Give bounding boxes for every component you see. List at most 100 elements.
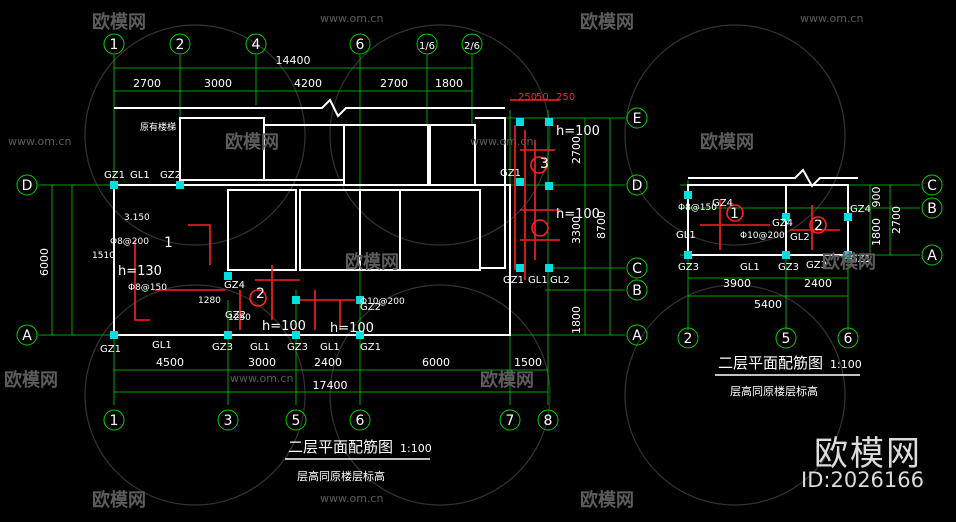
- annotation-text: 1: [164, 235, 173, 251]
- grid-bubble-label: D: [632, 178, 643, 194]
- grid-bubble-label: 2: [176, 37, 185, 53]
- annotation-text: GZ3: [212, 342, 233, 353]
- grid-bubble-label: 1: [110, 37, 119, 53]
- plan1-title-block: 二层平面配筋图 1:100 层高同原楼层标高: [285, 438, 432, 483]
- grid-bubble: 6: [837, 327, 859, 349]
- annotation-text: 3000: [248, 356, 276, 369]
- plan2-scale: 1:100: [830, 358, 862, 371]
- grid-bubble-label: 6: [844, 331, 853, 347]
- plan1-rebars: [134, 99, 560, 330]
- annotation-text: 2400: [804, 277, 832, 290]
- annotation-text: GZ2: [160, 170, 181, 181]
- grid-bubble: A: [16, 324, 38, 346]
- grid-bubble-label: 4: [252, 37, 261, 53]
- watermark-url: www.om.cn: [230, 372, 294, 385]
- grid-bubble: 6: [349, 409, 371, 431]
- annotation-text: GZ2: [225, 310, 246, 321]
- annotation-text: 1510: [92, 251, 115, 261]
- grid-bubble: E: [626, 107, 648, 129]
- grid-bubble: 4: [245, 33, 267, 55]
- grid-bubble: 5: [285, 409, 307, 431]
- annotation-text: 2700: [570, 136, 583, 164]
- annotation-text: GL1: [250, 342, 270, 353]
- annotation-text: GZ4: [772, 218, 793, 229]
- grid-bubble-label: D: [22, 178, 33, 194]
- grid-bubble-label: B: [632, 283, 642, 299]
- annotation-text: Φ10@200: [740, 231, 785, 241]
- annotation-text: GL2: [790, 232, 810, 243]
- annotation-text: GZ1: [503, 275, 524, 286]
- plan1-note: 层高同原楼层标高: [297, 469, 385, 483]
- annotation-text: h=100: [330, 321, 374, 336]
- annotation-text: GL1: [130, 170, 150, 181]
- annotation-text: 3000: [204, 77, 232, 90]
- annotation-text: 5400: [754, 298, 782, 311]
- plan2-columns: [684, 191, 852, 259]
- plan1-columns: [110, 118, 553, 339]
- grid-bubble-label: C: [927, 178, 937, 194]
- grid-bubble-label: E: [633, 111, 642, 127]
- annotation-text: 4500: [156, 356, 184, 369]
- annotation-text: 3: [540, 156, 549, 172]
- grid-bubble: 1: [103, 409, 125, 431]
- grid-bubble-label: 6: [356, 413, 365, 429]
- annotation-text: Φ8@150: [678, 203, 717, 213]
- annotation-text: 1: [730, 206, 739, 222]
- plan1-walls: [113, 98, 511, 336]
- annotation-text: h=100: [262, 319, 306, 334]
- grid-bubble-label: B: [927, 201, 937, 217]
- annotation-text: 原有楼梯: [140, 121, 176, 133]
- annotation-text: GZ3: [287, 342, 308, 353]
- grid-bubble: 7: [499, 409, 521, 431]
- grid-bubble-label: 1: [110, 413, 119, 429]
- grid-bubble-label: A: [22, 328, 32, 344]
- annotation-text: GZ4: [850, 204, 871, 215]
- annotation-text: GZ1: [500, 168, 521, 179]
- grid-bubble: 2/6: [461, 33, 483, 55]
- watermark-url: www.om.cn: [800, 12, 864, 25]
- grid-bubble-label: 5: [292, 413, 301, 429]
- grid-bubble: A: [626, 324, 648, 346]
- grid-bubble: 8: [537, 409, 559, 431]
- watermark-circles: [84, 24, 846, 506]
- watermark-logo: 欧模网: [580, 12, 634, 33]
- annotation-text: GZ1: [104, 170, 125, 181]
- annotation-text: 6000: [38, 248, 51, 276]
- annotation-text: 17400: [313, 379, 348, 392]
- plan2-note: 层高同原楼层标高: [730, 384, 818, 398]
- plan2-title-block: 二层平面配筋图 1:100 层高同原楼层标高: [715, 354, 862, 398]
- annotation-text: GL1: [740, 262, 760, 273]
- annotation-text: 250: [518, 92, 537, 103]
- brand-id: ID:2026166: [801, 468, 924, 492]
- grid-bubble: C: [626, 257, 648, 279]
- annotation-text: h=100: [556, 207, 600, 222]
- watermark-logo: 欧模网: [92, 490, 146, 511]
- watermark-logo: 欧模网: [345, 252, 399, 273]
- annotation-text: 2700: [380, 77, 408, 90]
- annotation-text: Φ8@200: [110, 237, 149, 247]
- watermark-logo: 欧模网: [822, 252, 876, 273]
- brand-logo-text: 欧模网: [814, 434, 922, 474]
- annotation-text: 4200: [294, 77, 322, 90]
- watermark-url: www.om.cn: [470, 135, 534, 148]
- watermark-logo: 欧模网: [700, 132, 754, 153]
- grid-bubble-label: 8: [544, 413, 553, 429]
- annotation-text: 2: [256, 286, 265, 302]
- annotation-text: 1500: [514, 356, 542, 369]
- annotation-text: 900: [870, 187, 883, 208]
- grid-bubble-label: 6: [356, 37, 365, 53]
- annotation-text: GZ4: [712, 198, 733, 209]
- watermark-logo: 欧模网: [225, 132, 279, 153]
- grid-bubble: A: [921, 244, 943, 266]
- annotation-text: 14400: [276, 54, 311, 67]
- annotation-text: h=100: [556, 124, 600, 139]
- annotation-text: GL2: [550, 275, 570, 286]
- annotation-text: 2700: [133, 77, 161, 90]
- annotation-text: 1280: [198, 296, 221, 306]
- watermark-url: www.om.cn: [8, 135, 72, 148]
- annotation-text: 1250: [228, 313, 251, 323]
- grid-bubble: 2: [677, 327, 699, 349]
